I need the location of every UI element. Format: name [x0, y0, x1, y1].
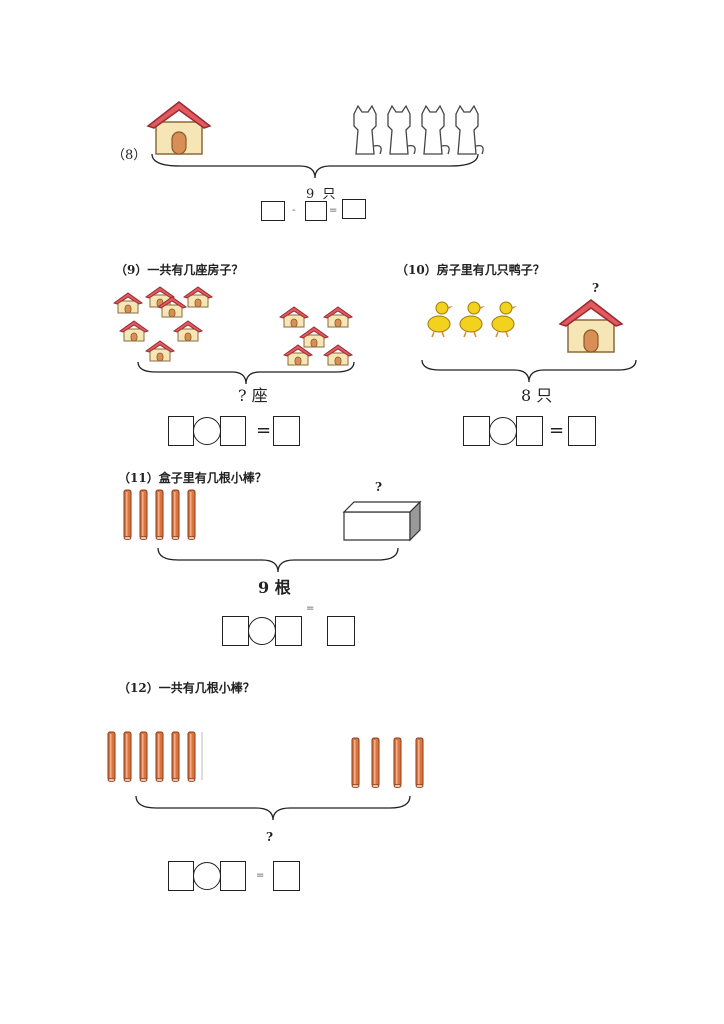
- question-mark: ?: [592, 281, 600, 295]
- answer-box[interactable]: [261, 201, 285, 221]
- equals-sign: =: [306, 603, 315, 614]
- question-mark: ?: [375, 480, 383, 494]
- minus-sign: -: [292, 205, 296, 216]
- problem-12-title: （12）一共有几根小棒？: [118, 681, 255, 695]
- house-icon: [558, 299, 624, 353]
- house-icon: [146, 101, 212, 155]
- problem-11-title: （11）盒子里有几根小棒？: [118, 471, 267, 485]
- answer-box[interactable]: [568, 416, 596, 446]
- ducks-group-icon: [427, 301, 518, 338]
- brace-11: [157, 547, 399, 573]
- problem-8-total: 9 只: [306, 187, 336, 202]
- answer-box[interactable]: [273, 416, 300, 446]
- problem-9-unknown: ? 座: [238, 386, 268, 405]
- sticks-left-group: [107, 731, 203, 783]
- answer-box[interactable]: [168, 416, 194, 446]
- problem-11-total: 9 根: [258, 578, 291, 597]
- problem-10-title: （10）房子里有几只鸭子？: [396, 263, 545, 277]
- houses-left-group: [113, 286, 213, 362]
- answer-box[interactable]: [327, 616, 355, 646]
- sticks-right-group: [351, 737, 424, 789]
- equals-sign: =: [256, 420, 272, 441]
- problem-12-unknown: ?: [266, 830, 274, 844]
- equals-sign: =: [256, 870, 265, 881]
- operator-circle[interactable]: [193, 862, 221, 890]
- answer-box[interactable]: [220, 861, 246, 891]
- brace-10: [421, 359, 637, 383]
- answer-box[interactable]: [342, 199, 366, 219]
- operator-circle[interactable]: [193, 417, 221, 445]
- answer-box[interactable]: [222, 616, 249, 646]
- equals-sign: =: [329, 205, 338, 216]
- operator-circle[interactable]: [248, 617, 276, 645]
- problem-9-title: （9）一共有几座房子？: [115, 263, 244, 277]
- answer-box[interactable]: [168, 861, 194, 891]
- houses-right-group: [279, 306, 353, 366]
- answer-box[interactable]: [220, 416, 246, 446]
- box-icon: [342, 500, 422, 542]
- answer-box[interactable]: [273, 861, 300, 891]
- cats-group-icon: [353, 104, 484, 155]
- problem-8-number: （8）: [112, 148, 147, 163]
- brace-8: [151, 153, 479, 179]
- brace-9: [137, 361, 355, 385]
- operator-circle[interactable]: [489, 417, 517, 445]
- answer-box[interactable]: [305, 201, 327, 221]
- answer-box[interactable]: [463, 416, 490, 446]
- brace-12: [135, 795, 411, 821]
- answer-box[interactable]: [516, 416, 543, 446]
- sticks-group-icon: [123, 489, 196, 541]
- equals-sign: =: [549, 420, 565, 441]
- problem-10-total: 8 只: [521, 386, 553, 405]
- answer-box[interactable]: [275, 616, 302, 646]
